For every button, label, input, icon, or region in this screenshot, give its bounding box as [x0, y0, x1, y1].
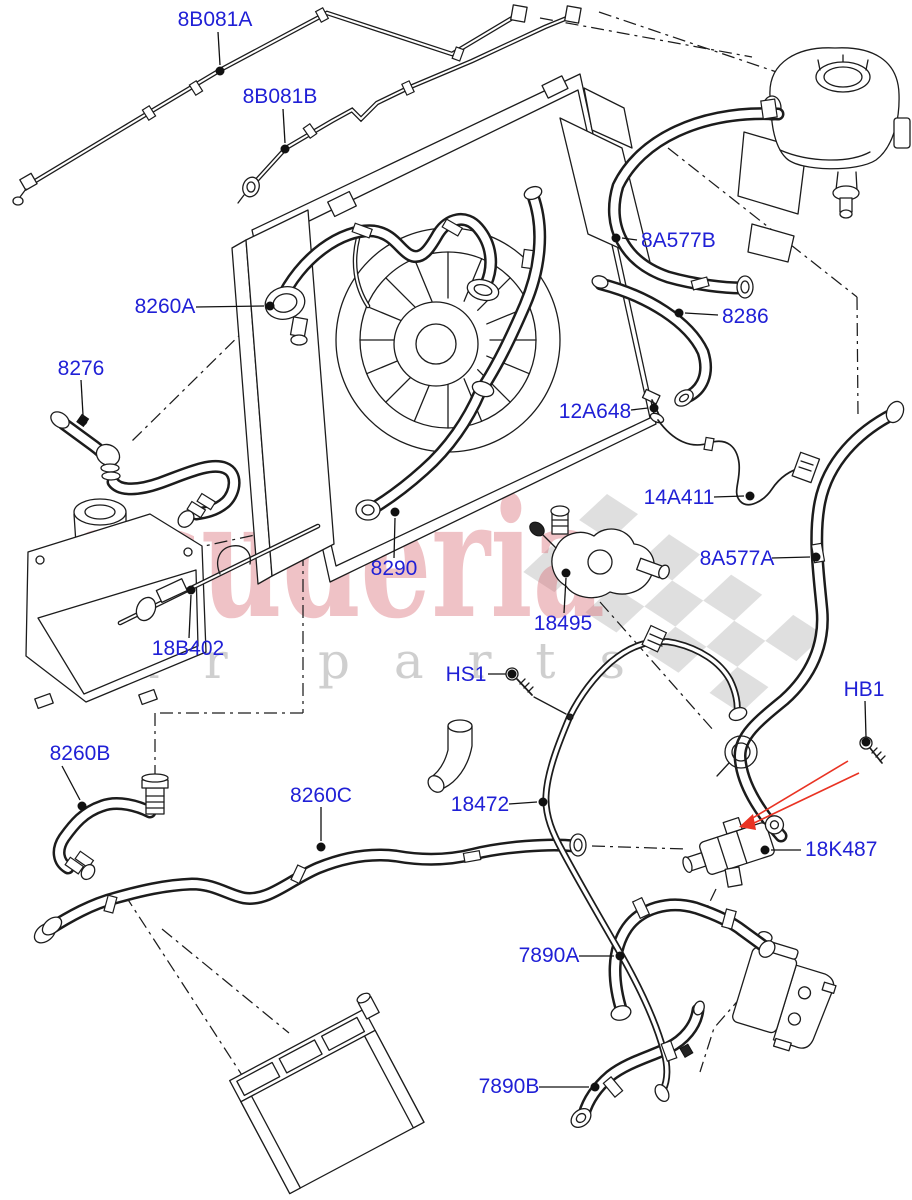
pipe-18472-upper: [568, 639, 739, 718]
hose-8A577A: [736, 410, 897, 840]
pipe-18472-lower: [542, 712, 671, 1094]
pipe-18472-lower: [544, 714, 669, 1092]
label-dot: [745, 491, 755, 501]
label-dot: [611, 233, 621, 243]
leader-line: [684, 312, 719, 316]
hose-8A577A: [733, 407, 900, 843]
mount-block-lower: [747, 223, 795, 263]
part-label-8B081B[interactable]: 8B081B: [242, 85, 318, 108]
part-label-7890A[interactable]: 7890A: [518, 944, 580, 967]
label-dot: [674, 308, 684, 318]
tube-8B081A: [12, 4, 528, 206]
part-label-8260B[interactable]: 8260B: [49, 742, 111, 765]
leader-line: [563, 577, 567, 614]
label-dot: [280, 144, 290, 154]
expansion-tank: [762, 47, 911, 219]
hose-8260B: [55, 799, 154, 872]
valve-18K487: [682, 815, 785, 888]
part-label-8260A[interactable]: 8260A: [134, 295, 196, 318]
line-art: [12, 4, 911, 1195]
label-dot: [390, 507, 400, 517]
label-dot: [649, 403, 659, 413]
leader-line: [630, 407, 649, 411]
auxiliary-radiator: [229, 992, 425, 1195]
label-dot: [590, 1082, 600, 1092]
red-arrow-line: [750, 760, 849, 820]
part-label-8290[interactable]: 8290: [370, 557, 418, 580]
part-label-12A648[interactable]: 12A648: [558, 400, 632, 423]
hose-8286: [597, 280, 710, 401]
sensor-12A648: [641, 388, 665, 424]
label-dot: [538, 797, 548, 807]
fittings: [33, 98, 905, 1129]
leader-line: [508, 801, 538, 805]
watermark-sub-right: p a r t s: [318, 632, 639, 690]
label-dot: [861, 737, 871, 747]
oil-cooler: [732, 931, 837, 1052]
intercooler: [25, 498, 207, 710]
part-label-8B081A[interactable]: 8B081A: [177, 8, 253, 31]
red-arrow-line: [753, 772, 860, 824]
leader-line: [621, 237, 638, 241]
hose-7890B: [580, 1006, 702, 1118]
part-label-7890B[interactable]: 7890B: [478, 1075, 540, 1098]
part-label-18472[interactable]: 18472: [450, 793, 510, 816]
annotations: [61, 31, 871, 1092]
part-label-8276[interactable]: 8276: [57, 357, 105, 380]
leader-line: [282, 108, 286, 144]
label-dot: [78, 416, 88, 426]
label-dot: [615, 951, 625, 961]
part-label-18495[interactable]: 18495: [533, 612, 593, 635]
red-arrow-tip: [739, 814, 756, 830]
label-dot: [561, 568, 571, 578]
label-dot: [760, 845, 770, 855]
part-label-8286[interactable]: 8286: [722, 305, 769, 328]
label-dot: [186, 585, 196, 595]
leader-line: [713, 495, 745, 498]
part-label-HS1[interactable]: HS1: [445, 663, 487, 686]
leader-line: [393, 517, 396, 559]
label-dot: [77, 801, 87, 811]
leader-line: [195, 305, 265, 308]
hose-8260C: [44, 841, 578, 934]
label-dot: [316, 842, 326, 852]
part-label-18B402[interactable]: 18B402: [151, 637, 225, 660]
leader-line: [217, 31, 221, 66]
part-label-HB1[interactable]: HB1: [843, 678, 885, 701]
leader-line: [61, 765, 81, 801]
leader-line: [188, 594, 192, 639]
part-label-14A411[interactable]: 14A411: [643, 486, 715, 509]
part-label-8A577A[interactable]: 8A577A: [699, 547, 775, 570]
part-label-8A577B[interactable]: 8A577B: [641, 229, 716, 252]
label-dot: [507, 669, 517, 679]
hose-8260A: [276, 215, 495, 306]
label-dot: [811, 552, 821, 562]
leader-line: [864, 700, 867, 738]
leader-line: [771, 556, 811, 559]
radiator-fan-assembly: [231, 73, 657, 585]
tube-8B081B: [237, 5, 582, 204]
label-dot: [265, 301, 275, 311]
part-label-8260C[interactable]: 8260C: [290, 784, 352, 807]
label-dot: [215, 66, 225, 76]
hose-8260C: [41, 838, 581, 937]
leader-line: [80, 379, 84, 416]
wire-14A411: [657, 419, 821, 506]
part-label-18K487[interactable]: 18K487: [805, 838, 878, 861]
